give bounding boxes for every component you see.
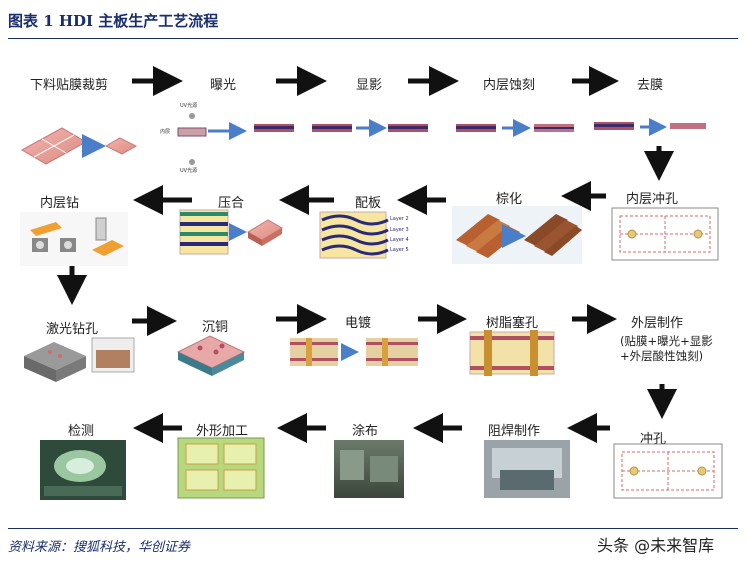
step-brown: 棕化 — [496, 192, 523, 207]
svg-text:Layer 5: Layer 5 — [390, 247, 409, 253]
img-profile — [177, 437, 265, 499]
step-strip: 去膜 — [637, 78, 664, 93]
svg-text:UV光源: UV光源 — [180, 102, 197, 109]
figure-title: 图表 1 HDI 主板生产工艺流程 — [8, 12, 219, 30]
img-plating — [290, 338, 418, 366]
img-resin-plug — [469, 330, 555, 376]
svg-text:UV光源: UV光源 — [180, 167, 197, 174]
svg-text:Layer 2: Layer 2 — [390, 216, 409, 222]
row2-arrows — [133, 181, 606, 215]
step-outer-make: 外层制作 — [631, 316, 684, 331]
svg-text:Layer 4: Layer 4 — [390, 237, 409, 243]
img-copper-sink — [176, 335, 246, 376]
svg-text:Layer 3: Layer 3 — [390, 227, 409, 233]
step-inspect: 检测 — [68, 424, 95, 439]
step-inner-punch: 内层冲孔 — [626, 192, 679, 207]
step-laser-drill: 激光钻孔 — [46, 322, 99, 337]
img-inner-drill — [20, 212, 128, 266]
step-layup: 配板 — [355, 196, 382, 211]
source-note: 资料来源：搜狐科技，华创证券 — [8, 540, 191, 555]
img-laser-drill — [24, 337, 135, 382]
step-inner-etch: 内层蚀刻 — [483, 78, 536, 93]
step-press: 压合 — [218, 196, 245, 211]
step-plating: 电镀 — [345, 316, 372, 331]
watermark: 头条 @未来智库 — [597, 536, 715, 555]
step-punch: 冲孔 — [640, 432, 667, 447]
step-inner-drill: 内层钻 — [40, 196, 80, 211]
step-solder-mask: 阻焊制作 — [488, 424, 541, 439]
step-expose: 曝光 — [210, 78, 237, 93]
step-resin-plug: 树脂塞孔 — [486, 316, 539, 331]
step-coating: 涂布 — [352, 424, 379, 439]
step-develop: 显影 — [356, 78, 383, 93]
svg-text:内层: 内层 — [160, 128, 170, 135]
img-press — [179, 209, 283, 255]
img-solder-mask — [484, 440, 570, 498]
step-copper-sink: 沉铜 — [202, 320, 229, 335]
img-outer-punch — [613, 443, 723, 499]
outer-make-note: (贴膜+曝光+显影+外层酸性蚀刻) — [620, 334, 713, 363]
row3-arrows — [132, 304, 617, 336]
img-etch — [456, 119, 574, 137]
img-cut-panel — [20, 127, 138, 165]
step-cut: 下料贴膜裁剪 — [30, 78, 109, 93]
img-inspect — [40, 440, 126, 500]
img-inner-punch — [611, 207, 719, 261]
step-profile: 外形加工 — [196, 424, 249, 439]
img-layup: Layer 2 Layer 3 Layer 4 Layer 5 — [319, 211, 409, 259]
img-brown — [452, 206, 582, 264]
img-coating — [334, 440, 404, 498]
top-rule — [8, 38, 738, 39]
img-develop — [312, 119, 428, 137]
img-strip — [594, 118, 706, 136]
img-expose: UV光源 UV光源 内层 — [160, 102, 294, 174]
bottom-rule — [8, 528, 738, 529]
